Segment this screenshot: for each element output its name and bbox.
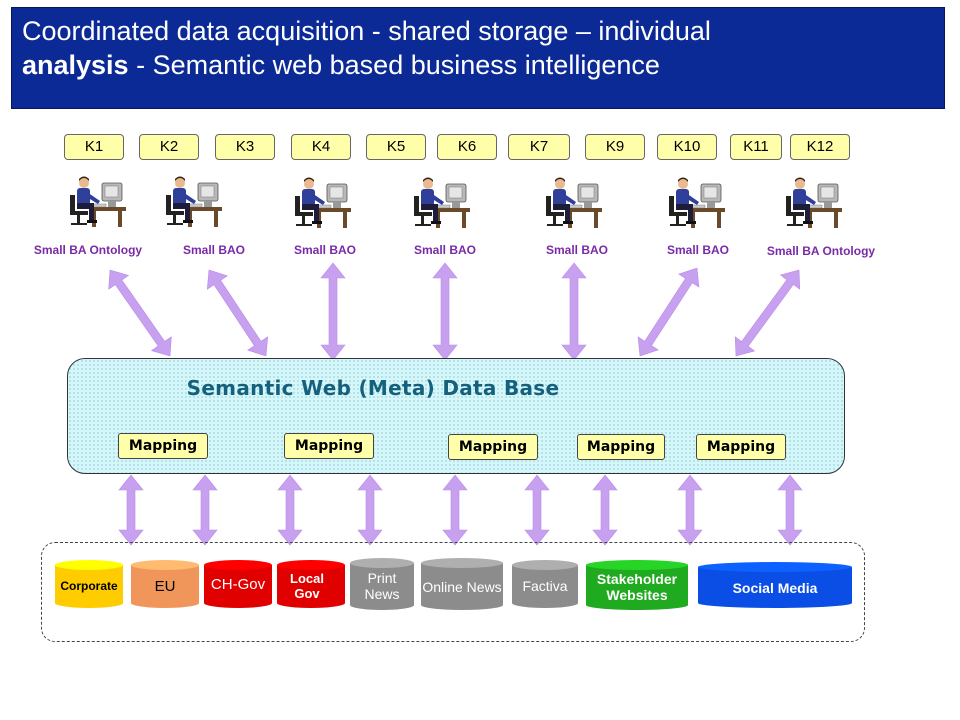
k-box-k3: K3 — [215, 134, 275, 160]
double-arrow — [734, 269, 801, 357]
source-label-social-media: Social Media — [732, 579, 818, 596]
bao-label: Small BAO — [413, 243, 476, 257]
title-line-2: analysis - Semantic web based business i… — [22, 48, 922, 82]
database-title: Semantic Web (Meta) Data Base — [186, 376, 560, 400]
source-label-local-gov: Local Gov — [290, 571, 324, 601]
database-cylinder-icon — [421, 558, 503, 610]
database-cylinder-icon — [698, 562, 852, 608]
source-label-print-news: Print News — [364, 569, 400, 602]
k-box-k12: K12 — [790, 134, 850, 160]
source-label-corporate: Corporate — [60, 579, 118, 594]
source-label-eu: EU — [154, 578, 176, 596]
mapping-box: Mapping — [284, 433, 374, 459]
double-arrow — [777, 474, 803, 546]
k-box-k5: K5 — [366, 134, 426, 160]
database-cylinder-icon — [350, 558, 414, 610]
k-box-k10: K10 — [657, 134, 717, 160]
bao-label: Small BAO — [293, 243, 356, 257]
mapping-box: Mapping — [696, 434, 786, 460]
bao-label: Small BA Ontology — [766, 244, 876, 258]
database-cylinder-icon — [55, 560, 123, 608]
bao-label: Small BA Ontology — [33, 243, 143, 257]
k-box-k9: K9 — [585, 134, 645, 160]
database-cylinder-icon — [131, 560, 199, 608]
double-arrow — [524, 474, 550, 546]
title-line-2-rest: - Semantic web based business intelligen… — [128, 50, 660, 80]
database-cylinder-icon — [277, 560, 345, 608]
page-title: Coordinated data acquisition - shared st… — [22, 14, 922, 82]
k-box-k11: K11 — [730, 134, 782, 160]
double-arrow — [677, 474, 703, 546]
k-box-k7: K7 — [508, 134, 570, 160]
database-cylinder-icon — [586, 560, 688, 610]
double-arrow — [442, 474, 468, 546]
title-banner — [11, 7, 945, 109]
source-label-ch-gov: CH-Gov — [210, 576, 266, 594]
title-line-2-bold: analysis — [22, 50, 129, 80]
bao-label: Small BAO — [182, 243, 245, 257]
double-arrow — [592, 474, 618, 546]
k-box-k4: K4 — [291, 134, 351, 160]
database-cylinder-icon — [512, 560, 578, 608]
bao-label: Small BAO — [545, 243, 608, 257]
double-arrow — [118, 474, 144, 546]
double-arrow — [206, 269, 269, 357]
mapping-box: Mapping — [118, 433, 208, 459]
double-arrow — [108, 269, 172, 357]
double-arrow — [192, 474, 218, 546]
double-arrow — [637, 267, 700, 357]
double-arrow — [357, 474, 383, 546]
source-label-factiva: Factiva — [522, 577, 568, 594]
mapping-box: Mapping — [448, 434, 538, 460]
k-box-k6: K6 — [437, 134, 497, 160]
database-cylinder-icon — [204, 560, 272, 608]
source-label-stakeholder-websites: Stakeholder Websites — [596, 570, 678, 603]
title-line-1: Coordinated data acquisition - shared st… — [22, 16, 711, 46]
source-label-online-news: Online News — [422, 578, 502, 595]
bao-label: Small BAO — [666, 243, 729, 257]
data-sources-container — [41, 542, 865, 642]
k-box-k2: K2 — [139, 134, 199, 160]
double-arrow — [277, 474, 303, 546]
k-box-k1: K1 — [64, 134, 124, 160]
mapping-box: Mapping — [577, 434, 665, 460]
